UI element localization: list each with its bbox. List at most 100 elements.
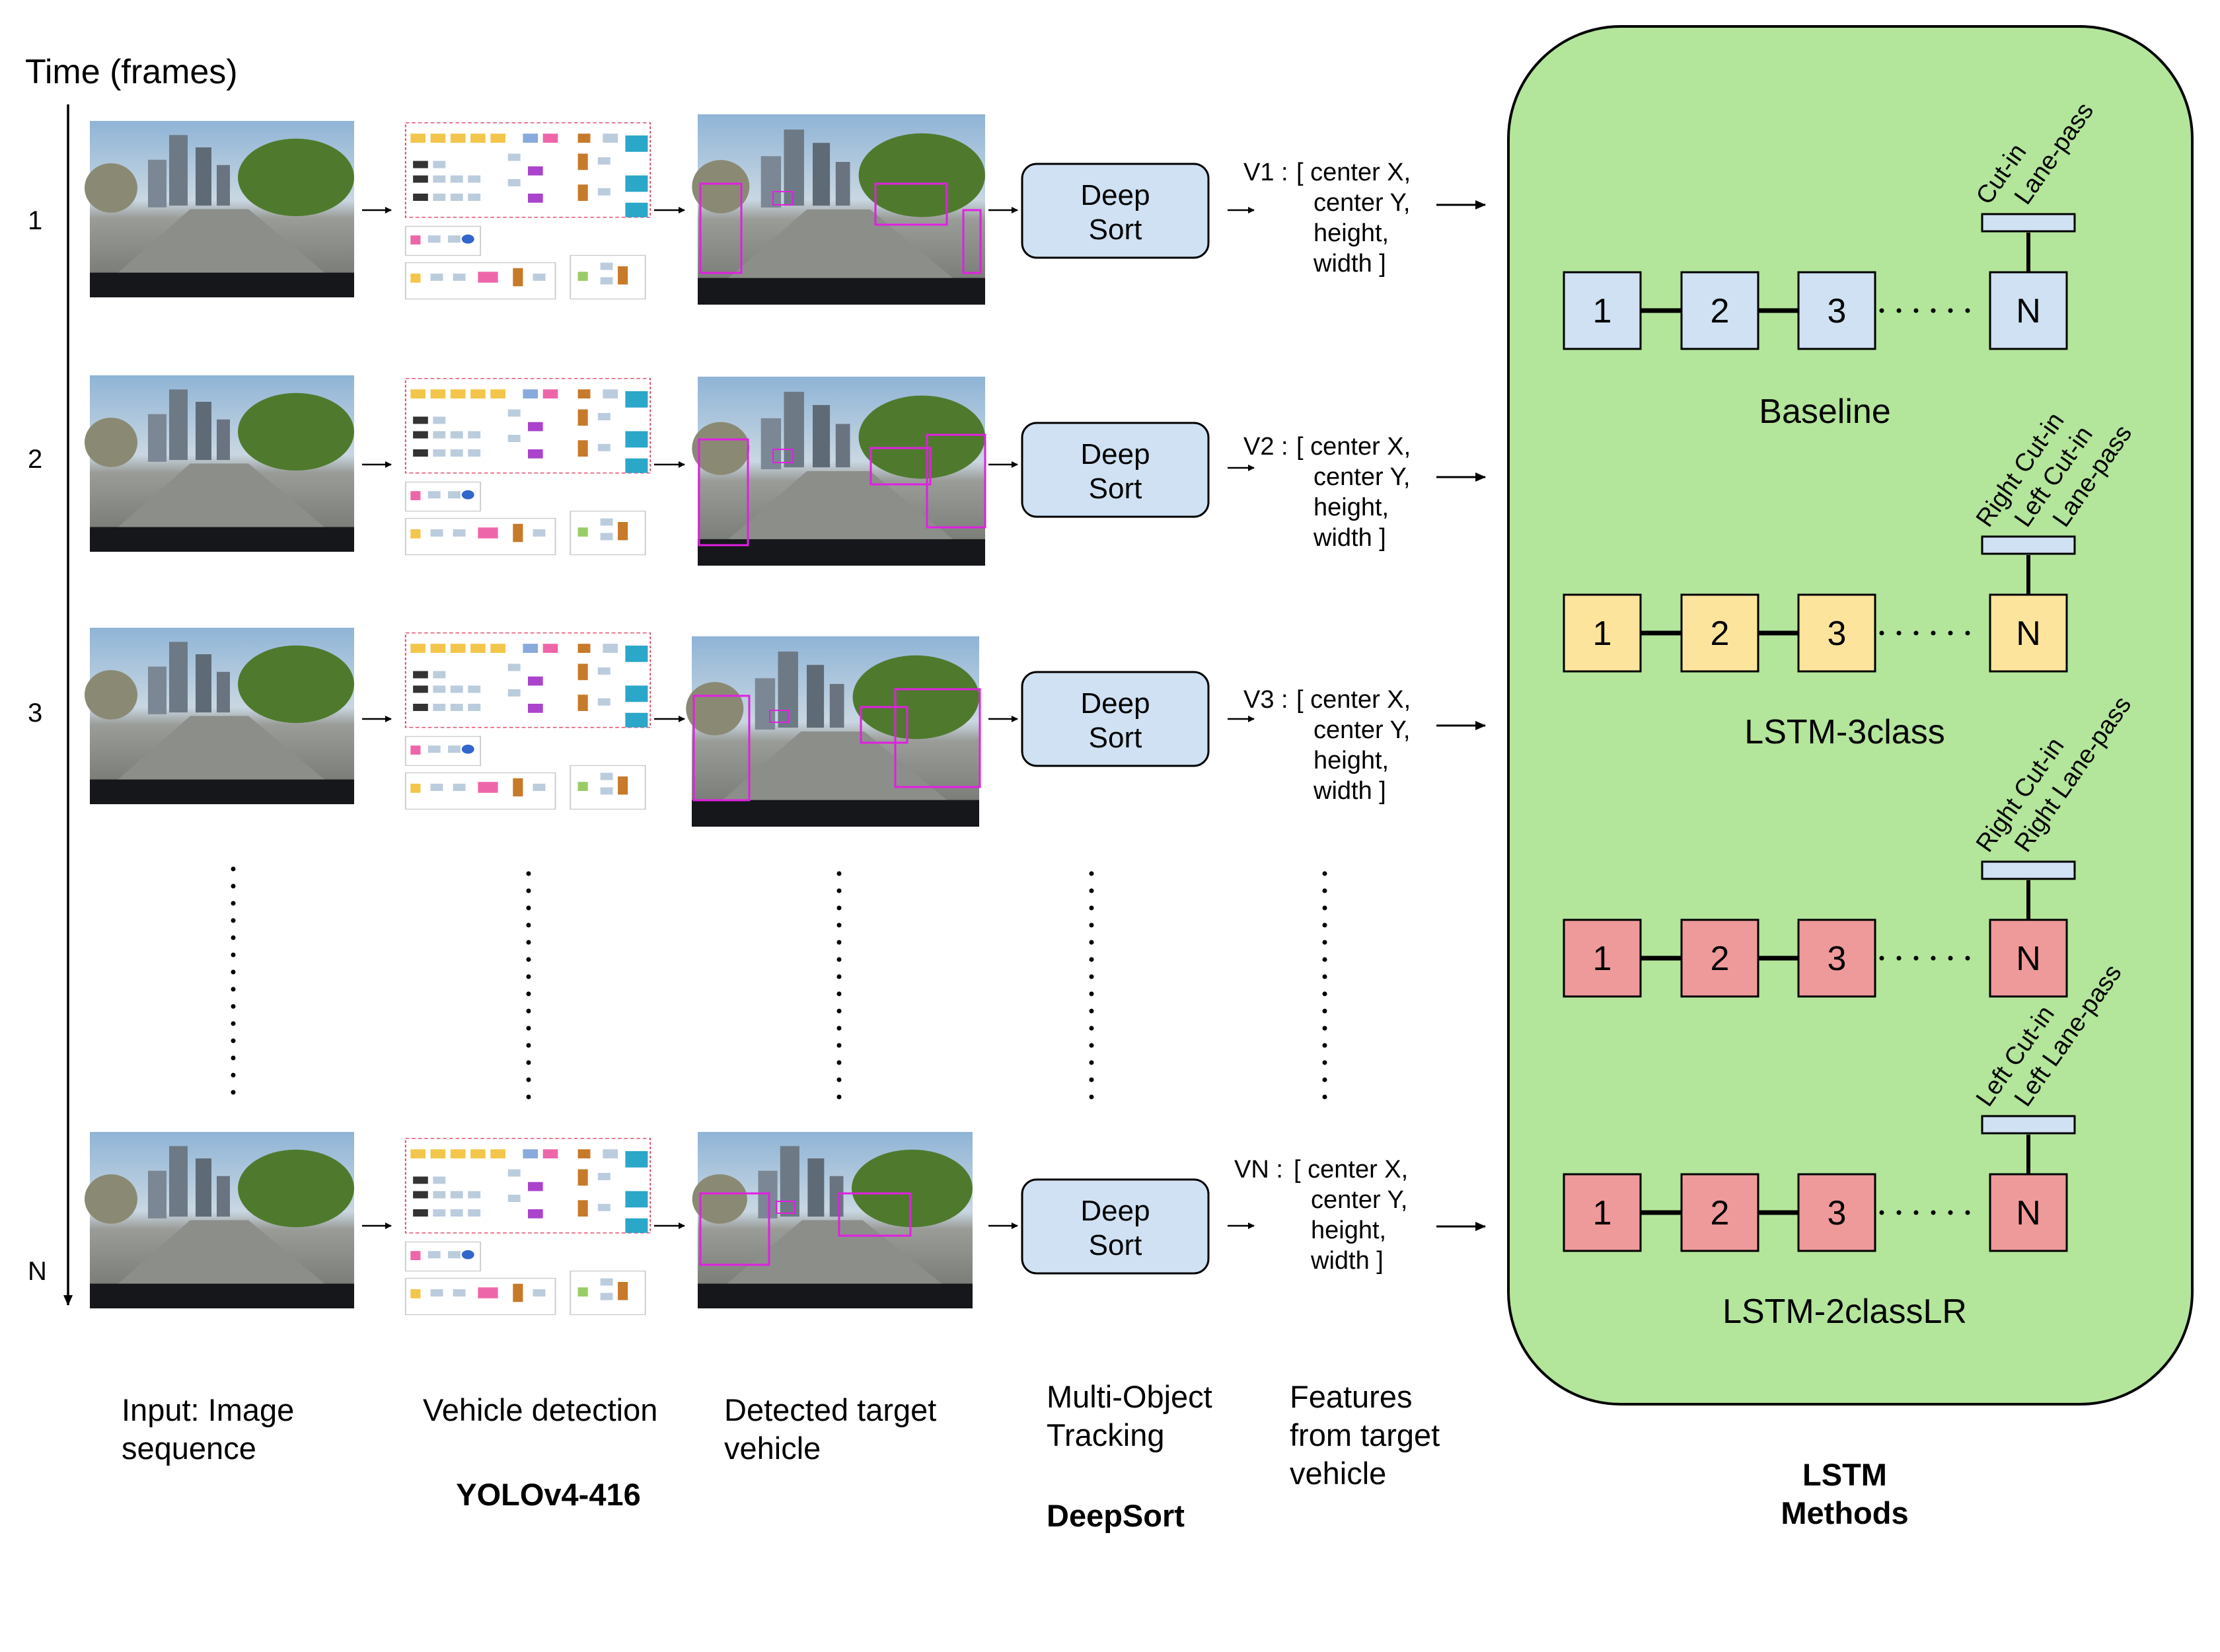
input-image	[85, 375, 354, 552]
lstm-cell-label: 1	[1593, 292, 1612, 330]
lstm-cell-label: 2	[1711, 940, 1730, 978]
feature-line3: height,	[1314, 747, 1389, 774]
feature-line3: height,	[1314, 219, 1389, 247]
feature-line2: center Y,	[1311, 1186, 1408, 1214]
column-captions: Input: Image sequence Vehicle detection …	[122, 1379, 1909, 1533]
deepsort-box	[1021, 671, 1210, 767]
lstm-cell	[1563, 271, 1642, 350]
lstm-cell-label: 2	[1711, 615, 1730, 653]
input-image	[85, 628, 354, 804]
time-tick-2: 2	[28, 445, 42, 474]
row-frame-1: Deep Sort V1 : [ center X, center Y, hei…	[85, 114, 1486, 305]
caption-input-line1: Input: Image	[122, 1392, 294, 1427]
feature-line3: height,	[1311, 1217, 1386, 1244]
lstm-cell-label: 1	[1593, 940, 1612, 978]
time-tick-3: 3	[28, 698, 42, 728]
lstm-cell	[1563, 919, 1642, 998]
caption-tracking-model: DeepSort	[1047, 1498, 1185, 1533]
caption-detection-line1: Vehicle detection	[423, 1392, 657, 1427]
feature-line2: center Y,	[1314, 189, 1411, 217]
lstm-output-bar	[1981, 213, 2076, 233]
caption-detection-model: YOLOv4-416	[456, 1477, 641, 1512]
detected-vehicle-image	[692, 114, 985, 305]
lstm-cell-label: 3	[1828, 1194, 1847, 1232]
lstm-cell-label: N	[2016, 940, 2041, 978]
deepsort-label-line1: Deep	[1080, 1195, 1150, 1227]
feature-line2: center Y,	[1314, 716, 1411, 744]
feature-line1: [ center X,	[1296, 433, 1411, 461]
feature-vector-label: V1 :	[1243, 159, 1288, 186]
input-image	[85, 121, 354, 297]
feature-line3: height,	[1314, 494, 1389, 521]
deepsort-box	[1021, 422, 1210, 518]
caption-features-line3: vehicle	[1290, 1456, 1386, 1491]
lstm-method-name: LSTM-3class	[1744, 713, 1944, 751]
lstm-cell	[1680, 593, 1759, 673]
deepsort-label-line2: Sort	[1089, 213, 1142, 246]
deepsort-label-line1: Deep	[1080, 438, 1150, 470]
input-image	[85, 1132, 354, 1308]
caption-tracking-line2: Tracking	[1047, 1417, 1164, 1452]
lstm-cell-label: N	[2016, 292, 2041, 330]
lstm-method-name: Baseline	[1759, 393, 1890, 431]
feature-line1: [ center X,	[1296, 159, 1411, 186]
row-frame-2: Deep Sort V2 : [ center X, center Y, hei…	[85, 375, 1486, 566]
deepsort-box	[1021, 1178, 1210, 1275]
feature-line1: [ center X,	[1296, 686, 1411, 714]
caption-lstm-line1: LSTM	[1802, 1457, 1887, 1492]
deepsort-label-line2: Sort	[1089, 472, 1142, 505]
lstm-output-bar	[1981, 1115, 2076, 1135]
caption-input-line2: sequence	[122, 1431, 256, 1466]
lstm-cell-label: 2	[1711, 1194, 1730, 1232]
yolo-architecture-image	[402, 375, 654, 560]
feature-line1: [ center X,	[1294, 1156, 1408, 1183]
deepsort-box	[1021, 163, 1210, 259]
lstm-methods-panel	[1507, 25, 2194, 1406]
lstm-cell	[1989, 593, 2068, 673]
lstm-cell	[1563, 593, 1642, 673]
lstm-cell	[1989, 919, 2068, 998]
yolo-architecture-image	[402, 1135, 654, 1320]
feature-line4: width ]	[1313, 777, 1386, 805]
lstm-cell-label: N	[2016, 615, 2041, 653]
time-tick-1: 1	[28, 206, 42, 235]
feature-vector-label: V2 :	[1243, 433, 1288, 461]
lstm-output-bar	[1981, 535, 2076, 555]
time-tick-n: N	[28, 1257, 47, 1286]
yolo-architecture-image	[402, 630, 654, 814]
lstm-cell	[1797, 919, 1876, 998]
row-frame-n: Deep Sort VN : [ center X, center Y, hei…	[85, 1132, 1486, 1320]
lstm-cell	[1797, 1173, 1876, 1252]
detected-vehicle-image	[692, 377, 985, 566]
lstm-cell	[1563, 1173, 1642, 1252]
lstm-cell	[1680, 919, 1759, 998]
lstm-cell	[1797, 271, 1876, 350]
lstm-cell-label: 3	[1828, 292, 1847, 330]
lstm-cell-label: 1	[1593, 615, 1612, 653]
yolo-architecture-image	[402, 120, 654, 304]
time-axis-title: Time (frames)	[25, 53, 238, 91]
lstm-method-name: LSTM-2classLR	[1722, 1293, 1967, 1331]
feature-vector-label: V3 :	[1243, 686, 1288, 714]
deepsort-label-line1: Deep	[1080, 687, 1150, 720]
feature-line2: center Y,	[1314, 463, 1411, 491]
caption-features-line1: Features	[1290, 1379, 1412, 1414]
deepsort-label-line2: Sort	[1089, 1229, 1142, 1261]
caption-lstm-line2: Methods	[1781, 1495, 1908, 1530]
lstm-cell-label: 3	[1828, 615, 1847, 653]
feature-line4: width ]	[1310, 1247, 1384, 1275]
lstm-output-bar	[1981, 860, 2076, 880]
deepsort-label-line1: Deep	[1080, 179, 1150, 211]
lstm-cell-label: 1	[1593, 1194, 1612, 1232]
feature-line4: width ]	[1313, 250, 1386, 278]
feature-vector-label: VN :	[1234, 1156, 1283, 1183]
caption-features-line2: from target	[1290, 1417, 1440, 1452]
lstm-cell	[1680, 271, 1759, 350]
lstm-cell	[1797, 593, 1876, 673]
lstm-cell	[1989, 271, 2068, 350]
detected-vehicle-image	[686, 636, 979, 827]
ellipsis-columns	[231, 866, 1327, 1103]
caption-detected-line2: vehicle	[724, 1431, 821, 1466]
deepsort-label-line2: Sort	[1089, 722, 1142, 754]
